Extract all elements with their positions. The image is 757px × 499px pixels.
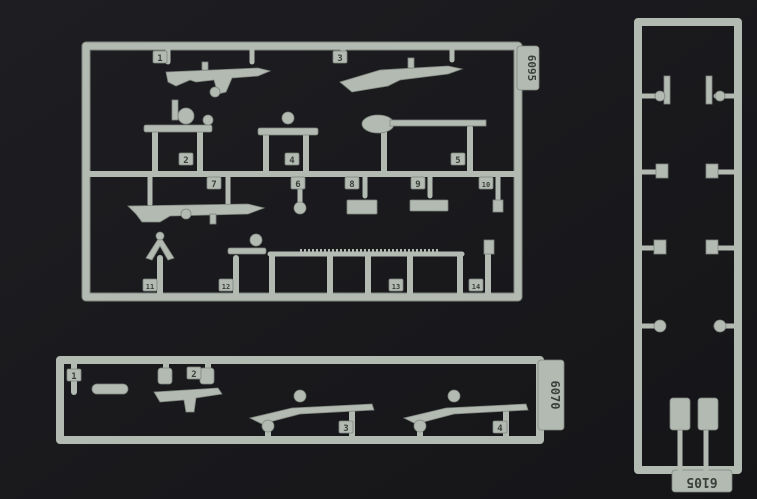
part-number-label: 11: [146, 283, 154, 291]
part-tripod-bar: [257, 111, 319, 136]
sprue-code-label: 6105: [686, 474, 717, 489]
part-machine-gun: [127, 203, 266, 225]
part-magazine: [409, 199, 449, 212]
part-panzerfaust: [361, 114, 487, 134]
part-number-tag: 8: [344, 176, 360, 190]
part-drum: [293, 201, 307, 215]
part-number-label: 14: [472, 283, 480, 291]
sprue-top-6095: 6095: [81, 41, 540, 302]
part-bolt-rifle-2: [402, 389, 529, 433]
part-sight: [227, 233, 267, 255]
part-number-label: 4: [289, 156, 295, 166]
part-smg: [153, 367, 223, 413]
part-number-tag: 3: [332, 50, 348, 64]
part-number-label: 1: [157, 54, 162, 64]
part-assault-rifle: [165, 61, 272, 98]
part-number-label: 6: [295, 180, 300, 190]
part-small-post: [483, 239, 495, 255]
part-number-label: 4: [497, 424, 503, 434]
sprue-code-tag: [516, 45, 540, 91]
part-number-label: 5: [455, 156, 460, 166]
part-number-tag: 6: [290, 176, 306, 190]
part-ammo-box: [346, 199, 378, 215]
part-number-tag: 11: [142, 278, 158, 292]
part-small-block: [492, 199, 504, 213]
part-number-tag: 13: [388, 278, 404, 292]
part-number-tag: 9: [410, 176, 426, 190]
part-number-label: 9: [415, 180, 420, 190]
sprue-code-label: 6070: [548, 381, 562, 410]
part-number-tag: 10: [478, 176, 494, 190]
part-number-tag: 3: [338, 420, 354, 434]
part-number-label: 8: [349, 180, 354, 190]
part-number-tag: 7: [206, 176, 222, 190]
part-number-label: 10: [482, 181, 490, 189]
part-number-tag: 2: [178, 152, 194, 166]
part-number-label: 3: [337, 54, 342, 64]
part-number-label: 13: [392, 283, 400, 291]
sprue-right-6105: 6105: [634, 18, 742, 493]
part-number-tag: 12: [218, 278, 234, 292]
part-number-label: 7: [211, 180, 216, 190]
part-number-label: 12: [222, 283, 230, 291]
part-number-tag: 2: [186, 366, 202, 380]
part-number-tag: 4: [284, 152, 300, 166]
sprue-bottom-6070: 6070 1 2 3 4: [56, 356, 565, 444]
sprue-code-label: 6095: [525, 55, 538, 82]
part-number-tags: 1 2 3 4: [66, 366, 508, 434]
part-number-tag: 5: [450, 152, 466, 166]
sprue-code-tag: [671, 469, 733, 493]
part-bipod: [145, 231, 175, 261]
part-sling: [91, 383, 129, 395]
sprue-code-tag: [537, 359, 565, 431]
part-rifle-2: [339, 57, 464, 93]
part-bolt-rifle-1: [248, 389, 375, 433]
part-number-label: 1: [71, 372, 76, 382]
part-mortar: [143, 99, 214, 133]
part-handles: [653, 75, 727, 431]
part-number-tag: 1: [152, 50, 168, 64]
part-number-label: 3: [343, 424, 348, 434]
part-number-tag: 4: [492, 420, 508, 434]
part-number-label: 2: [191, 370, 196, 380]
part-number-tag: 14: [468, 278, 484, 292]
part-number-label: 2: [183, 156, 188, 166]
part-number-tag: 1: [66, 368, 82, 382]
